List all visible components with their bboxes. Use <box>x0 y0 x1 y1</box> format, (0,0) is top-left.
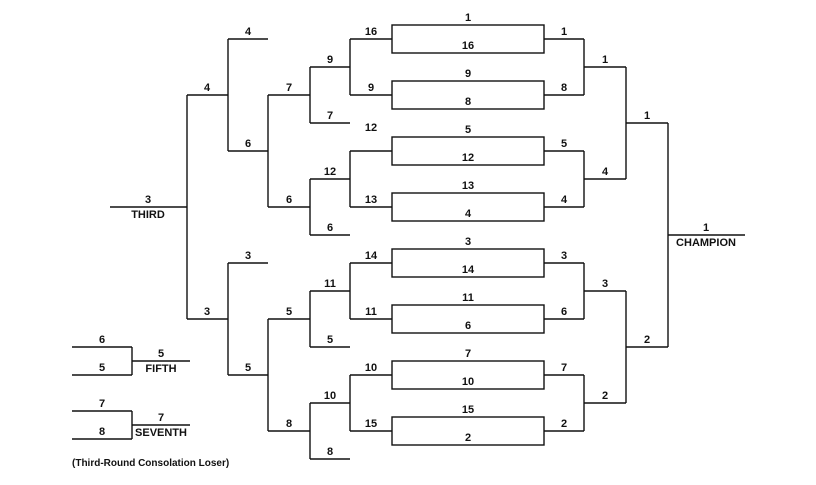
right-quarter-seed: 1 <box>560 26 568 38</box>
first-round-seed: 7 <box>464 348 472 360</box>
first-round-seed: 2 <box>464 432 472 444</box>
consolation-seed: 12 <box>323 166 337 178</box>
fifth-place-seed: 5 <box>157 348 165 360</box>
consolation-seed: 11 <box>324 278 336 290</box>
right-quarter-seed: 6 <box>560 306 568 318</box>
consolation-seed: 11 <box>365 306 377 318</box>
right-final-seed: 2 <box>643 334 651 346</box>
first-round-seed: 15 <box>461 404 475 416</box>
first-round-seed: 3 <box>464 236 472 248</box>
seventh-place-seed: 7 <box>157 412 165 424</box>
right-semi-seed: 3 <box>601 278 609 290</box>
first-round-seed: 10 <box>461 376 475 388</box>
seventh-place-label: SEVENTH <box>135 427 187 439</box>
consolation-seed: 8 <box>326 446 334 458</box>
consolation-seed: 10 <box>364 362 378 374</box>
third-place-label: THIRD <box>131 209 165 221</box>
first-round-seed: 13 <box>461 180 475 192</box>
consolation-seed: 4 <box>244 26 252 38</box>
right-quarter-seed: 5 <box>560 138 568 150</box>
consolation-seed: 5 <box>285 306 293 318</box>
first-round-seed: 12 <box>461 152 475 164</box>
first-round-seed: 5 <box>464 124 472 136</box>
champion-seed: 1 <box>702 222 710 234</box>
consolation-seed: 7 <box>285 82 293 94</box>
first-round-seed: 14 <box>461 264 475 276</box>
right-semi-seed: 1 <box>601 54 609 66</box>
footnote: (Third-Round Consolation Loser) <box>72 458 230 469</box>
right-semi-seed: 2 <box>601 390 609 402</box>
consolation-seed: 8 <box>285 418 293 430</box>
right-semi-seed: 4 <box>601 166 609 178</box>
right-quarter-seed: 7 <box>560 362 568 374</box>
first-round-seed: 4 <box>464 208 472 220</box>
right-quarter-seed: 8 <box>560 82 568 94</box>
consolation-seed: 7 <box>326 110 334 122</box>
right-quarter-seed: 2 <box>560 418 568 430</box>
fifth-match-seed: 5 <box>98 362 106 374</box>
right-quarter-seed: 3 <box>560 250 568 262</box>
right-quarter-seed: 4 <box>560 194 568 206</box>
consolation-seed: 10 <box>323 390 337 402</box>
first-round-seed: 1 <box>464 12 472 24</box>
consolation-seed: 6 <box>285 194 293 206</box>
right-bracket-lines <box>544 38 745 432</box>
seventh-match-seed: 7 <box>98 398 106 410</box>
champion-label: CHAMPION <box>676 237 736 249</box>
first-round-seed: 16 <box>461 40 475 52</box>
consolation-seed: 5 <box>244 362 252 374</box>
consolation-seed: 5 <box>326 334 334 346</box>
first-round-seed: 11 <box>462 292 474 304</box>
consolation-seed: 6 <box>244 138 252 150</box>
consolation-seed: 12 <box>364 122 378 134</box>
consolation-seed: 9 <box>367 82 375 94</box>
consolation-seed: 4 <box>203 82 211 94</box>
consolation-seed: 15 <box>364 418 378 430</box>
consolation-seed: 6 <box>326 222 334 234</box>
first-round-seed: 9 <box>464 68 472 80</box>
first-round-seed: 8 <box>464 96 472 108</box>
right-final-seed: 1 <box>643 110 651 122</box>
consolation-seed: 3 <box>203 306 211 318</box>
seventh-match-seed: 8 <box>98 426 106 438</box>
consolation-seed: 16 <box>364 26 378 38</box>
consolation-seed: 9 <box>326 54 334 66</box>
fifth-seventh-lines <box>72 346 190 440</box>
consolation-seed: 3 <box>244 250 252 262</box>
fifth-match-seed: 6 <box>98 334 106 346</box>
consolation-bracket-lines <box>110 38 392 460</box>
third-place-seed: 3 <box>144 194 152 206</box>
consolation-seed: 13 <box>364 194 378 206</box>
consolation-seed: 14 <box>364 250 378 262</box>
fifth-place-label: FIFTH <box>145 363 177 375</box>
first-round-seed: 6 <box>464 320 472 332</box>
